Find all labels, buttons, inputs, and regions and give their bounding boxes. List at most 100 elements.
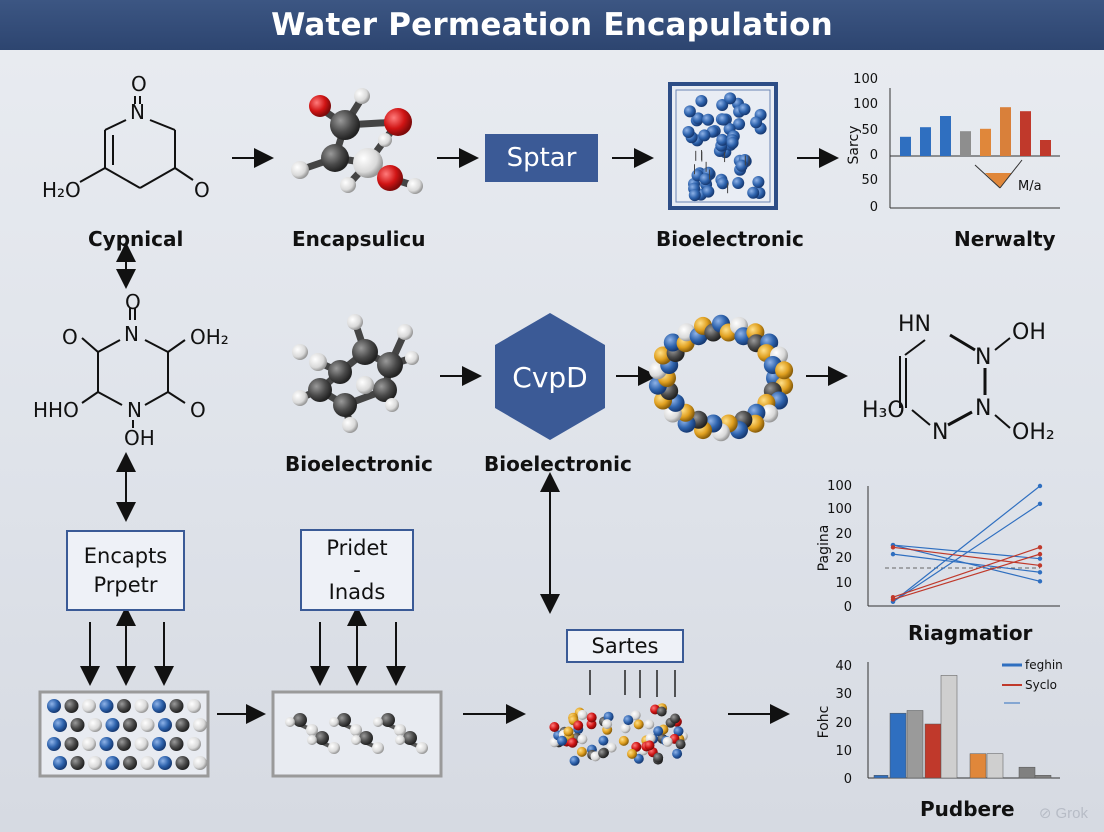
atom (381, 713, 395, 727)
ball (152, 737, 166, 751)
sartes-ball (623, 715, 634, 726)
atom-h2o: H₂O (42, 178, 81, 202)
particle (688, 189, 701, 202)
bar (1000, 107, 1011, 156)
ball (70, 756, 85, 770)
label-riagmatior: Riagmatior (908, 621, 1033, 645)
sartes-ball (675, 739, 686, 750)
tick-label: 20 (835, 716, 852, 731)
ball (82, 737, 96, 751)
bar (924, 723, 942, 779)
atom (285, 717, 295, 727)
particle (752, 176, 765, 188)
ball (105, 756, 120, 770)
bar (889, 712, 907, 779)
particle (717, 113, 730, 126)
ball (193, 756, 207, 770)
label-cypnical: Cypnical (88, 227, 184, 251)
atom-oh2-2: OH₂ (190, 325, 229, 349)
tick-label: 20 (835, 527, 852, 542)
ball (53, 718, 67, 732)
sartes-ball (644, 740, 655, 751)
data-point (1037, 483, 1043, 489)
ball (123, 718, 137, 732)
atom-h3o: H₃O (862, 398, 905, 423)
atom-n1: N (975, 345, 992, 370)
atom-hho: HHO (33, 398, 79, 422)
particle (716, 133, 729, 146)
ball (140, 718, 155, 732)
series-line (892, 544, 1041, 582)
legend-label: Syclo (1025, 678, 1057, 692)
data-point (890, 545, 896, 550)
ball (187, 737, 201, 751)
particle (726, 136, 739, 149)
ball (140, 756, 155, 770)
label-bioelectronic-1: Bioelectronic (656, 227, 804, 251)
atom-n: N (130, 100, 145, 124)
atom (315, 731, 329, 745)
particle (699, 173, 712, 186)
tick-label: 0 (870, 148, 878, 163)
particle (683, 105, 696, 118)
sartes-ball (598, 748, 609, 759)
title-bar: Water Permeation Encapulation (0, 0, 1104, 50)
atom (307, 735, 317, 745)
y-axis-label: Sarcy (846, 126, 862, 165)
ball (134, 699, 149, 713)
sartes-ball (586, 712, 597, 723)
atom-o-right-2: O (190, 398, 206, 422)
ring-particle (775, 361, 794, 380)
sartes-ball (606, 742, 617, 753)
atom (359, 731, 373, 745)
atom (394, 724, 406, 736)
atom-oh-2: OH (124, 426, 155, 450)
tick-label: 50 (861, 123, 878, 138)
cvpd-label-wrap: CvpD (495, 350, 605, 405)
ball (117, 699, 131, 713)
label-pudbere: Pudbere (920, 797, 1015, 821)
label-bioelectronic-3: Bioelectronic (484, 452, 632, 476)
label-bioelectronic-2: Bioelectronic (285, 452, 433, 476)
ring-particle (760, 404, 779, 423)
ball (64, 699, 79, 713)
sartes-ball (573, 720, 584, 731)
sartes-ball (627, 748, 637, 759)
watermark: ⊘ Grok (1038, 804, 1088, 823)
pridet-box: Pridet - Inads (300, 529, 414, 611)
bar (873, 775, 889, 779)
sartes-label: Sartes (591, 633, 659, 658)
sartes-ball (656, 706, 667, 717)
particle (692, 112, 705, 125)
sptar-box: Sptar (485, 134, 598, 182)
watermark-icon: ⊘ (1038, 805, 1052, 822)
data-point (1037, 570, 1043, 575)
bar (1018, 766, 1036, 779)
ball (123, 756, 137, 770)
data-point (1037, 545, 1043, 550)
sartes-ball (630, 710, 641, 721)
tick-label: 100 (827, 502, 852, 517)
ball (175, 718, 190, 732)
sartes-ball (563, 726, 574, 737)
tick-label: 10 (835, 576, 852, 591)
particle (702, 113, 715, 126)
atom (306, 724, 318, 736)
series-line (892, 553, 1041, 601)
atom-o-right: O (194, 178, 210, 202)
particle (702, 185, 715, 198)
sartes-ball (653, 752, 664, 763)
atom (293, 713, 307, 727)
atom (403, 731, 417, 745)
sartes-ball (577, 709, 588, 720)
tick-label: 0 (844, 772, 852, 787)
sartes-ball (576, 746, 587, 757)
bar (1034, 775, 1052, 779)
ball (99, 699, 114, 713)
sartes-ball (590, 751, 601, 762)
ball (169, 699, 184, 713)
series-line (892, 503, 1041, 603)
ring-particle (663, 333, 682, 352)
y-axis-label: Fohc (816, 706, 832, 739)
ball (175, 756, 190, 770)
